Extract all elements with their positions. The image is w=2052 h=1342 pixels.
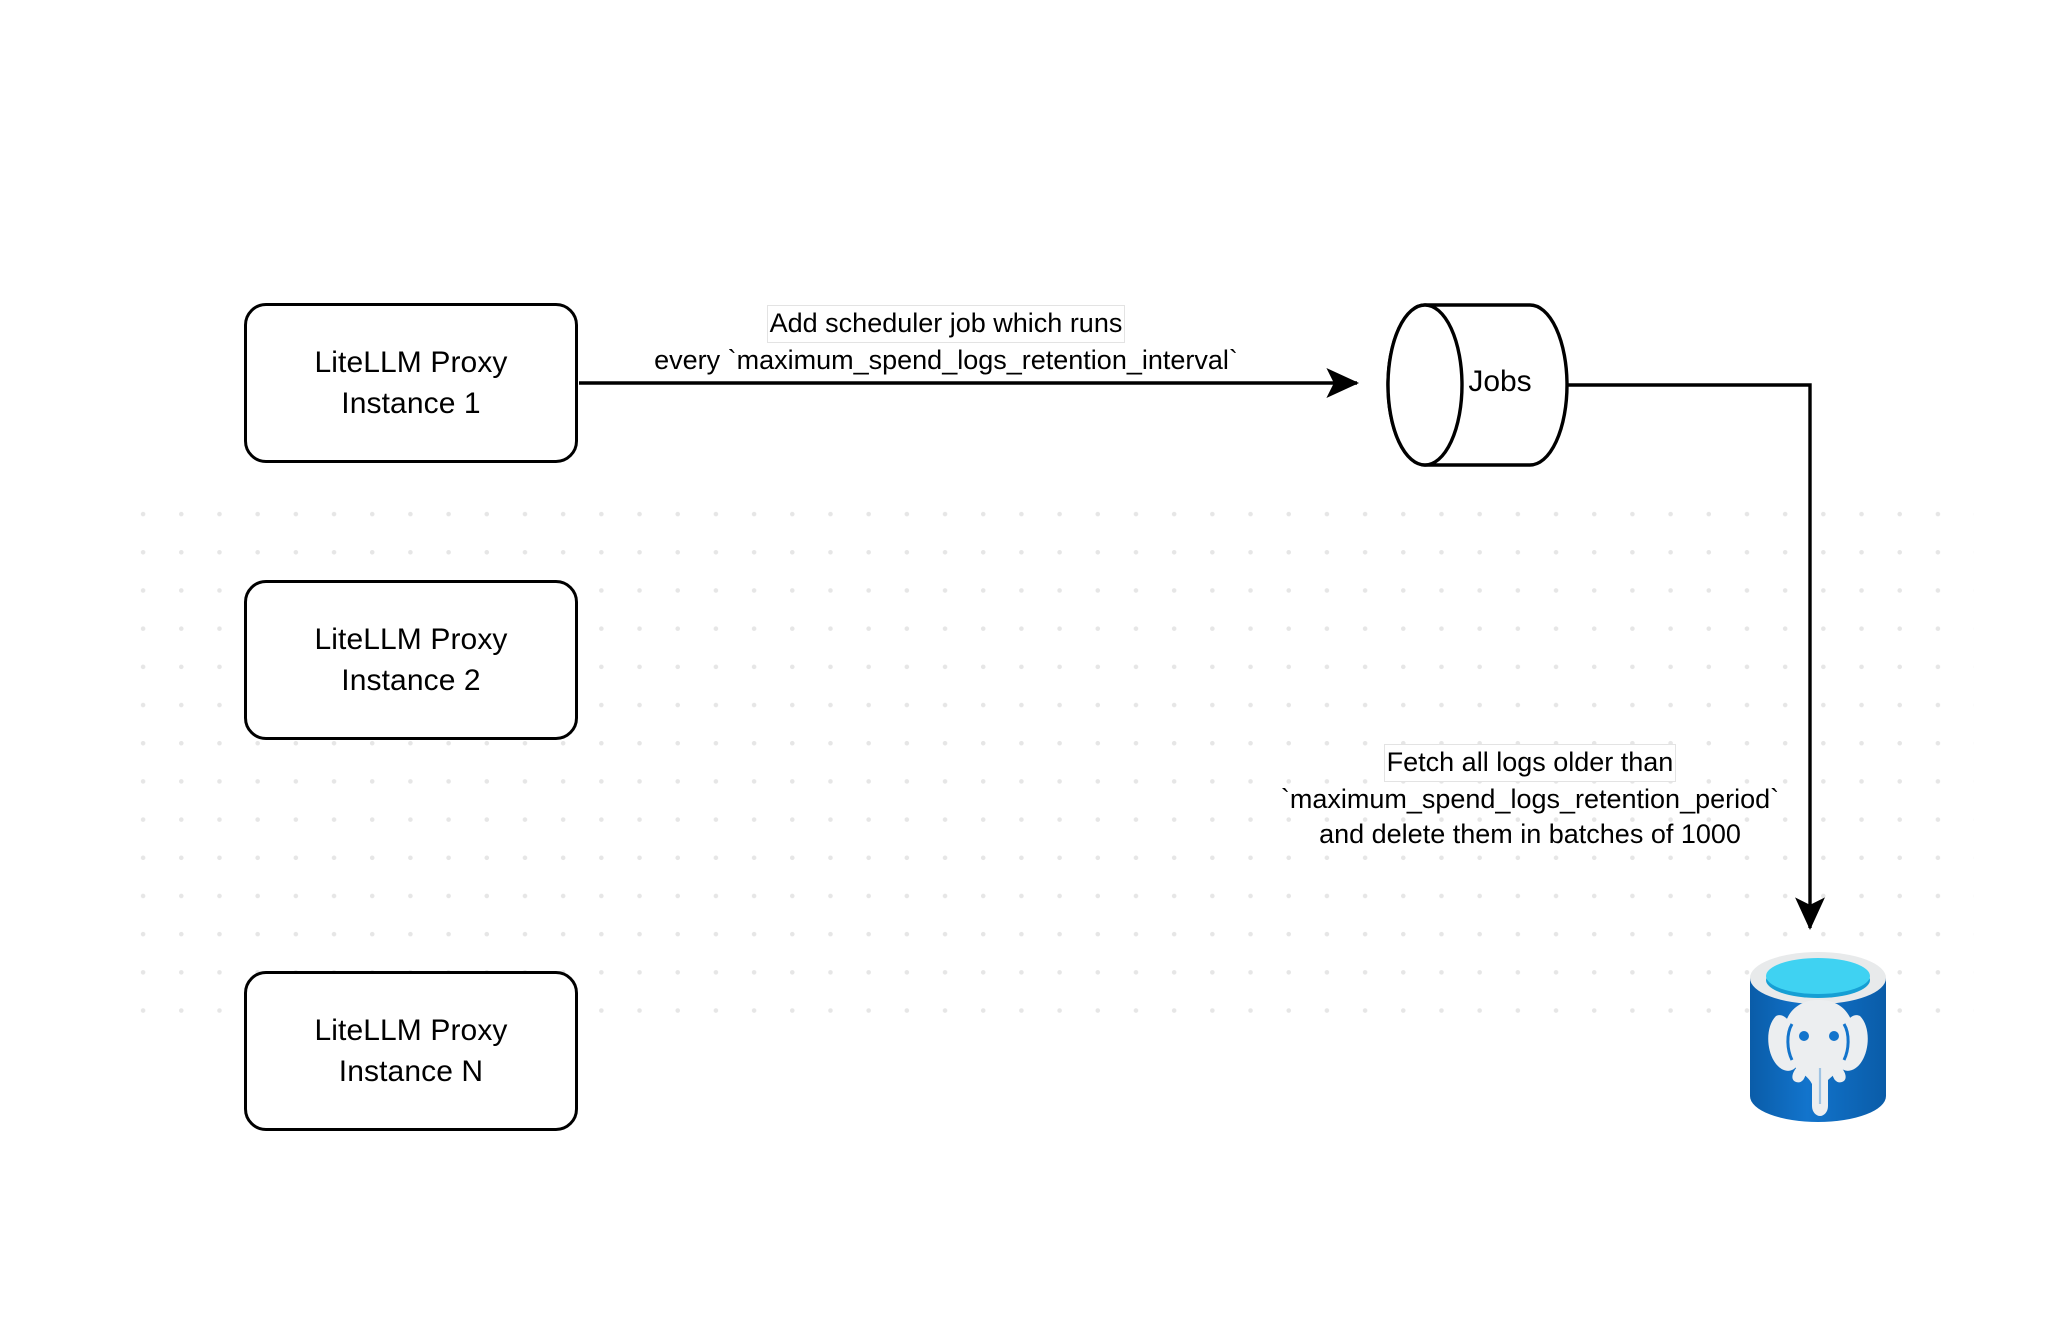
- connector-jobs-to-postgres: [1568, 383, 1825, 931]
- edge-label-fetch-and-delete-logs: Fetch all logs older than `maximum_spend…: [1230, 744, 1830, 853]
- postgresql-database-icon[interactable]: [1746, 948, 1890, 1126]
- node-label-line-2: Instance 2: [341, 664, 481, 697]
- edge-label-scheduler-job: Add scheduler job which runs every `maxi…: [596, 305, 1296, 378]
- edge-label-line-2: `maximum_spend_logs_retention_period`: [1280, 783, 1780, 814]
- jobs-cylinder-shape: [1386, 303, 1569, 467]
- node-litellm-proxy-instance-1[interactable]: LiteLLM Proxy Instance 1: [244, 303, 578, 463]
- node-label-line-2: Instance 1: [341, 387, 481, 420]
- node-label-line-1: LiteLLM Proxy: [314, 1013, 508, 1047]
- node-litellm-proxy-instance-n[interactable]: LiteLLM Proxy Instance N: [244, 971, 578, 1131]
- edge-label-line-1: Add scheduler job which runs: [766, 305, 1126, 343]
- node-label-line-1: LiteLLM Proxy: [314, 622, 508, 656]
- node-litellm-proxy-instance-2[interactable]: LiteLLM Proxy Instance 2: [244, 580, 578, 740]
- edge-label-line-1: Fetch all logs older than: [1383, 744, 1677, 782]
- db-top-fill: [1766, 958, 1870, 994]
- node-label-line-2: Instance N: [338, 1055, 484, 1088]
- node-label-line-1: LiteLLM Proxy: [314, 345, 508, 379]
- node-label-jobs: Jobs: [1468, 365, 1532, 398]
- postgres-elephant-mark: [1768, 1000, 1868, 1116]
- edge-label-line-3: and delete them in batches of 1000: [1319, 819, 1741, 850]
- edge-label-line-2: every `maximum_spend_logs_retention_inte…: [654, 344, 1238, 375]
